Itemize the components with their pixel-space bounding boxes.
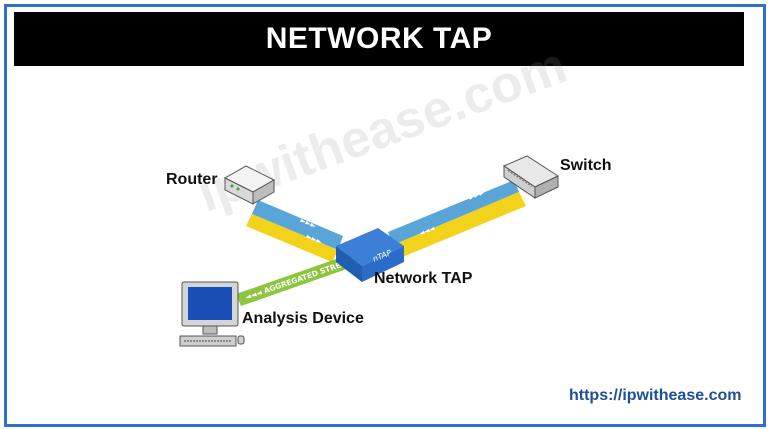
diagram-frame: [4, 4, 766, 427]
switch-icon: [502, 155, 560, 199]
network-tap-icon: nTAP: [336, 228, 404, 282]
switch-label: Switch: [560, 157, 612, 174]
network-tap-label: Network TAP: [374, 270, 473, 287]
router-tap-link: ►►► ►►►: [246, 200, 343, 262]
router-label: Router: [166, 171, 218, 188]
analysis-device-label: Analysis Device: [242, 310, 364, 327]
website-link[interactable]: https://ipwithease.com: [569, 387, 742, 404]
switch-tap-link: ►►► ◄◄◄: [388, 180, 526, 258]
page-title: NETWORK TAP: [265, 22, 493, 55]
computer-icon: [179, 281, 245, 347]
title-bar: NETWORK TAP: [14, 12, 744, 66]
router-icon: [223, 165, 276, 205]
